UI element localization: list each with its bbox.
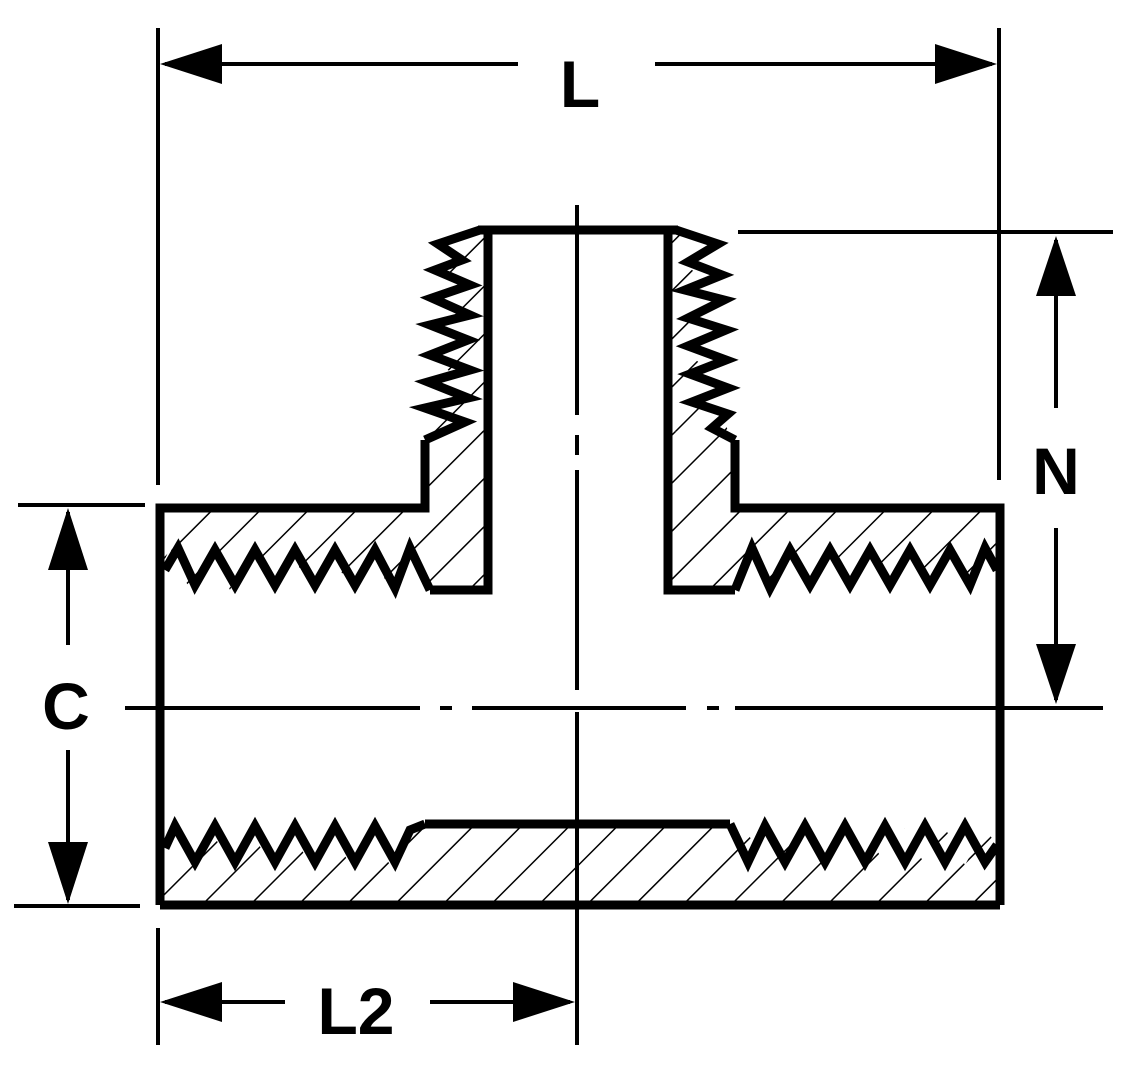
dimension-C: C <box>14 503 145 908</box>
arrowhead-C-bottom <box>48 842 88 904</box>
center-lines <box>125 205 1103 1045</box>
thread-top-left <box>161 536 435 599</box>
label-L: L <box>560 47 600 121</box>
hatch-branch-right <box>668 232 730 440</box>
arrowhead-L2-right <box>513 982 575 1022</box>
thread-branch-left <box>408 225 485 445</box>
thread-profiles <box>160 225 1001 873</box>
thread-top-right <box>730 536 1001 599</box>
label-C: C <box>42 669 90 743</box>
label-L2: L2 <box>317 974 394 1048</box>
arrowhead-C-top <box>48 508 88 570</box>
thread-bottom-right <box>725 816 1001 873</box>
arrowhead-N-bottom <box>1036 644 1076 704</box>
thread-bottom-left <box>160 816 427 872</box>
thread-branch-right <box>670 225 741 444</box>
branch-bore-right <box>663 232 735 595</box>
dimension-L: L <box>156 28 1001 485</box>
arrowhead-L-right <box>935 44 997 84</box>
arrowhead-N-top <box>1036 236 1076 296</box>
branch-bore-left <box>430 232 493 595</box>
arrowhead-L-left <box>160 44 222 84</box>
label-N: N <box>1032 434 1080 508</box>
dimension-L2: L2 <box>156 928 575 1048</box>
arrowhead-L2-left <box>160 982 222 1022</box>
dimension-N: N <box>738 230 1113 710</box>
